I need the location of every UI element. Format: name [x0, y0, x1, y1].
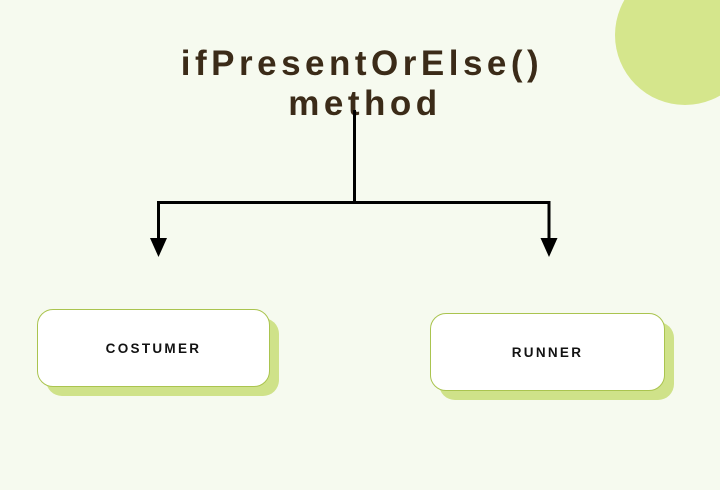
- option-card-costumer[interactable]: COSTUMER: [37, 309, 270, 387]
- arrowhead-left: [150, 238, 167, 257]
- arrowhead-right: [540, 238, 558, 257]
- option-card-runner[interactable]: RUNNER: [430, 313, 665, 391]
- option-card-costumer-label: COSTUMER: [105, 340, 202, 356]
- option-card-runner-label: RUNNER: [511, 344, 584, 360]
